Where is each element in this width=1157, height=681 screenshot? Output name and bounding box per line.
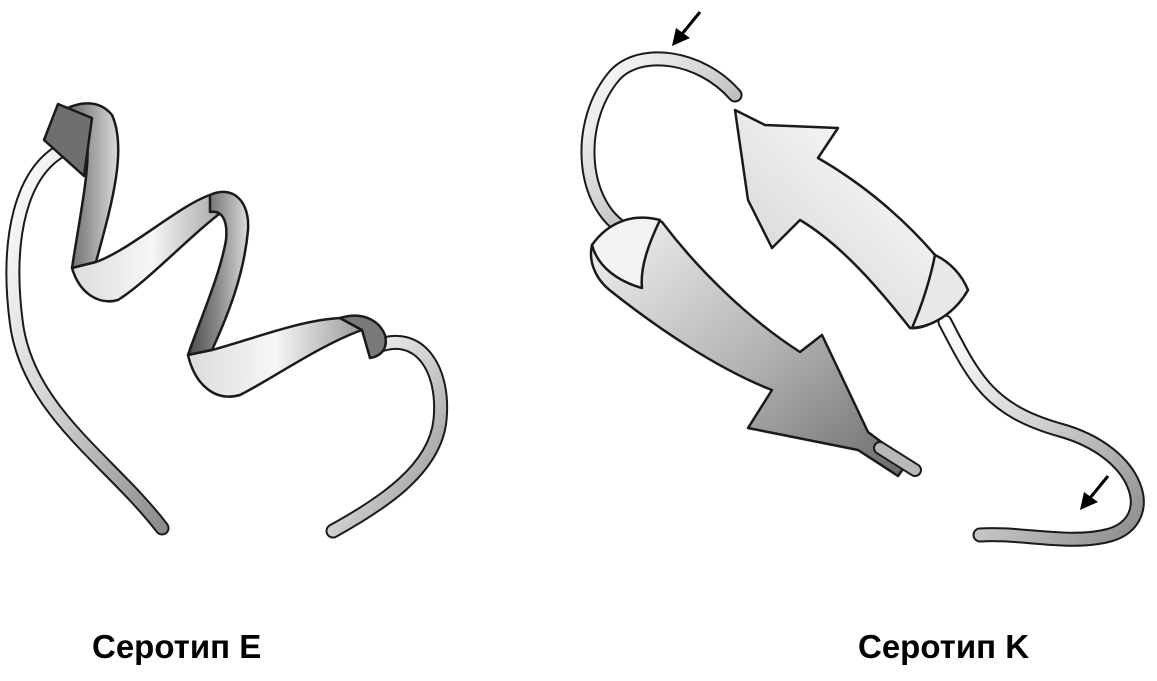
caption-right: Серотип K (858, 628, 1029, 666)
figure-svg (0, 0, 1157, 600)
caption-left: Серотип E (92, 628, 261, 666)
helix-structure (13, 103, 441, 531)
hairpin-c-terminal-coil (945, 322, 1137, 539)
pointer-arrow-top (672, 12, 700, 46)
hairpin-structure (588, 12, 1137, 539)
pointer-arrow-bottom (1080, 476, 1108, 510)
